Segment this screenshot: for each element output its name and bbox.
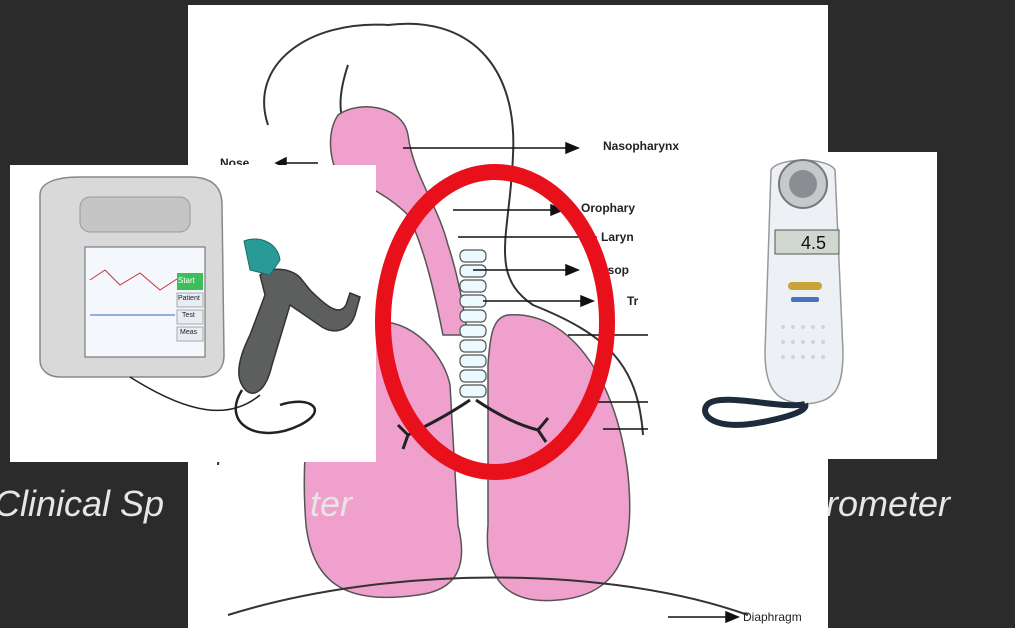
portable-spirometer-photo: 4.5	[683, 152, 937, 459]
highlight-circle	[370, 160, 620, 485]
screen-button-meas: Meas	[180, 329, 197, 336]
label-diaphragm: Diaphragm	[743, 610, 802, 624]
label-nasopharynx: Nasopharynx	[603, 139, 679, 153]
caption-clinical-tail: ter	[310, 483, 352, 525]
label-trachea: Tr	[627, 294, 638, 308]
screen-button-test: Test	[182, 312, 195, 319]
screen-button-patient: Patient	[178, 295, 200, 302]
caption-portable-spirometer: irometer	[818, 483, 950, 525]
screen-button-start: Start	[178, 276, 195, 285]
display-reading: 4.5	[801, 233, 826, 253]
clinical-spirometer-photo: Start Patient Test Meas	[10, 165, 376, 462]
caption-clinical-spirometer: Clinical Sp	[0, 483, 164, 525]
